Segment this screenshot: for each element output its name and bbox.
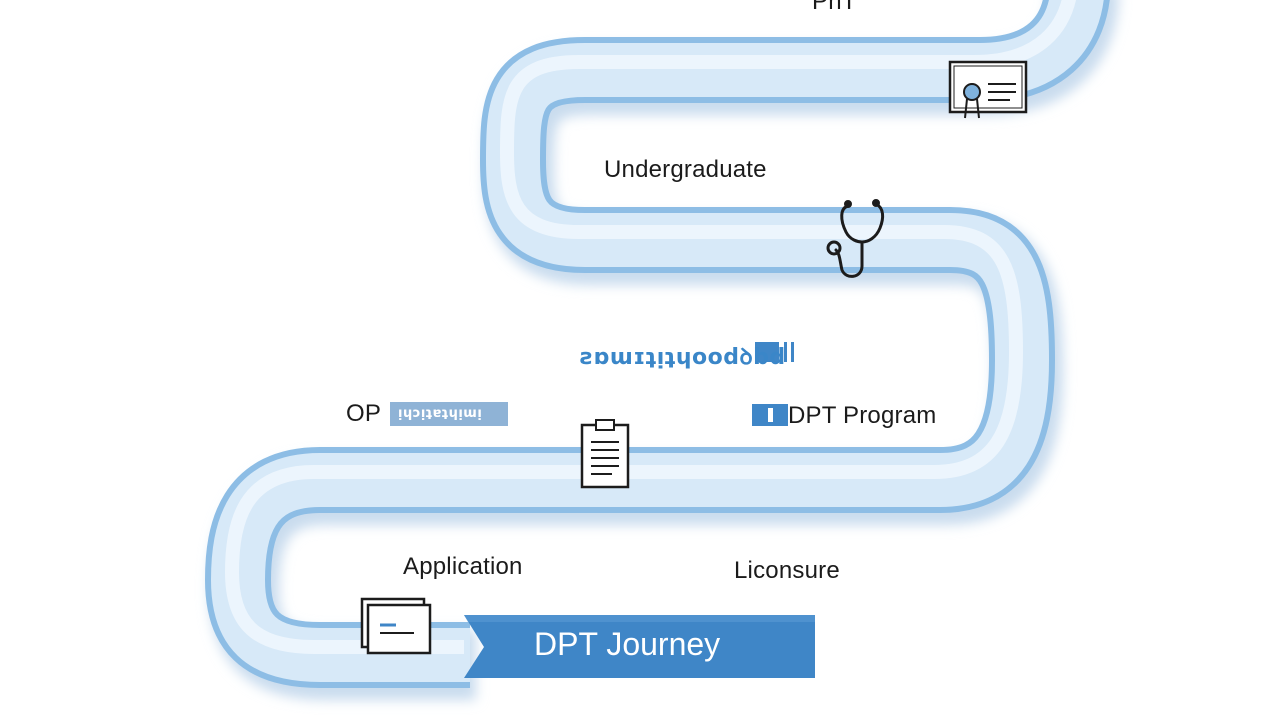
- certificate-icon: [948, 60, 1028, 119]
- op-garbled-label: ᴉɥɔᴉʇɐʇɥᴉɯᴉ: [398, 406, 483, 421]
- licensure-label: Liconsure: [734, 557, 840, 584]
- op-blue-bar: [390, 402, 508, 426]
- journey-banner-label[interactable]: DPT Journey: [534, 626, 721, 662]
- application-label: Application: [403, 553, 523, 580]
- center-marker: [755, 342, 779, 362]
- dpt-program-label: DPT Program: [788, 402, 937, 429]
- center-garbled-label: ꙅɒɯɪʇᴉʇɥoodꝺbd: [580, 345, 786, 370]
- clipboard-icon: [580, 419, 630, 489]
- documents-icon: [360, 597, 432, 655]
- journey-banner[interactable]: [464, 615, 815, 678]
- stethoscope-icon: [826, 199, 885, 278]
- op-label: OP: [346, 400, 382, 427]
- road-highlight: [225, 0, 1076, 654]
- undergraduate-label: Undergraduate: [604, 156, 767, 183]
- top-cutoff-label: PhT: [812, 0, 857, 15]
